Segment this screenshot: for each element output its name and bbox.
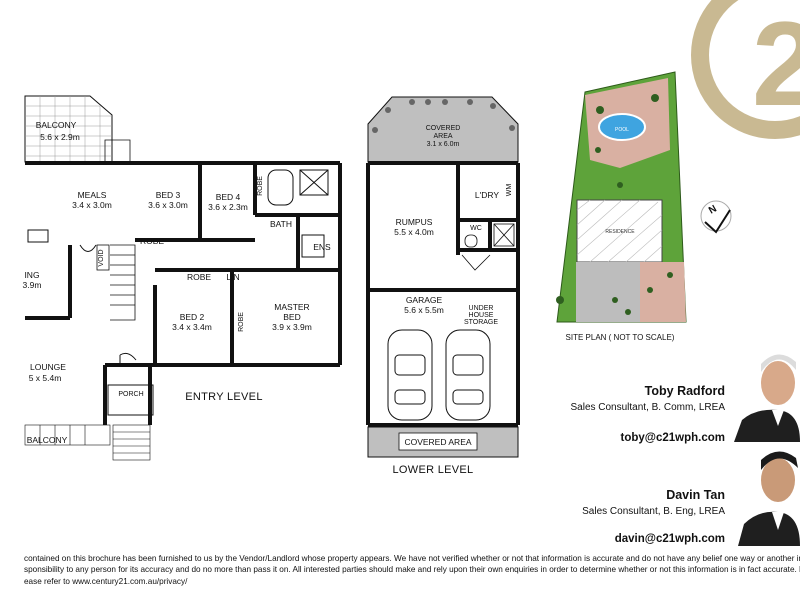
robe-bed2-label: ROBE: [187, 272, 211, 282]
meals-dim: 3.4 x 3.0m: [72, 200, 112, 210]
covered-bottom-label: COVERED AREA: [404, 437, 471, 447]
entry-level-caption: ENTRY LEVEL: [185, 391, 263, 403]
garage-cars: [387, 329, 491, 421]
disclaimer: contained on this brochure has been furn…: [24, 553, 800, 587]
disclaimer-line-3[interactable]: ease refer to www.century21.com.au/priva…: [24, 576, 188, 586]
robe-master-label: ROBE: [238, 312, 245, 332]
shrub-row: [372, 99, 515, 133]
disclaimer-line-1: contained on this brochure has been furn…: [24, 554, 800, 563]
paving-bottom: [640, 262, 686, 322]
agent-card-toby: Toby Radford Sales Consultant, B. Comm, …: [560, 384, 725, 444]
bath-label: BATH: [270, 219, 292, 229]
person-photo-icon: [734, 354, 800, 442]
agent-title: Sales Consultant, B. Eng, LREA: [582, 506, 725, 517]
wc-label: WC: [470, 225, 482, 232]
agent-name: Davin Tan: [666, 488, 725, 502]
balcony-top-dim: 5.6 x 2.9m: [40, 132, 80, 142]
north-arrow: N: [700, 200, 732, 234]
storage-line2: HOUSE: [469, 312, 494, 319]
disclaimer-line-2: sponsibility to any person for its accur…: [24, 565, 800, 575]
washing-machine-label: WM: [506, 184, 513, 197]
bed2-label: BED 2: [180, 312, 205, 322]
master-label: MASTER: [274, 302, 309, 312]
lounge-label: LOUNGE: [30, 362, 66, 372]
driveway: [576, 262, 640, 322]
dining-dim: 3.9m: [23, 280, 42, 290]
robe-bed4-label: ROBE: [257, 176, 264, 196]
logo-glyph: 2: [752, 0, 800, 131]
rumpus-label: RUMPUS: [396, 217, 433, 227]
bed3-dim: 3.6 x 3.0m: [148, 200, 188, 210]
meals-label: MEALS: [78, 190, 107, 200]
porch-label: PORCH: [118, 391, 143, 398]
balcony-bottom-label: BALCONY: [27, 435, 68, 445]
entry-level-plan: BALCONY 5.6 x 2.9m MEALS 3.4 x 3.0m BED …: [23, 95, 342, 461]
agent-name: Toby Radford: [644, 384, 725, 398]
storage-line3: STORAGE: [464, 319, 498, 326]
bed2-dim: 3.4 x 3.4m: [172, 322, 212, 332]
bed4-dim: 3.6 x 2.3m: [208, 202, 248, 212]
laundry-label: L'DRY: [475, 190, 499, 200]
void-label: VOID: [98, 249, 105, 266]
pool-label: POOL: [615, 127, 629, 133]
bed3-label: BED 3: [156, 190, 181, 200]
entry-walls: [25, 161, 342, 425]
storage-line1: UNDER: [469, 305, 494, 312]
agent-photo-toby: [734, 348, 800, 442]
robe-bed3-label: ROBE: [140, 236, 164, 246]
lounge-dim: 5 x 5.4m: [29, 373, 62, 383]
ens-label: ENS: [313, 242, 331, 252]
covered-top-dim: 3.1 x 6.0m: [427, 141, 460, 148]
rumpus-dim: 5.5 x 4.0m: [394, 227, 434, 237]
master-label-2: BED: [283, 312, 300, 322]
site-plan: POOL RESIDENCE N SITE PLAN ( NOT TO SCAL…: [556, 71, 732, 342]
north-arrow-icon: [704, 209, 731, 234]
balcony-bottom-area: [24, 424, 151, 461]
pool: [598, 113, 646, 141]
lower-level-caption: LOWER LEVEL: [393, 464, 474, 476]
agent-email[interactable]: davin@c21wph.com: [614, 533, 725, 545]
covered-top-line1: COVERED: [426, 125, 461, 132]
trees: [556, 94, 673, 315]
agent-email[interactable]: toby@c21wph.com: [620, 432, 725, 444]
covered-top-line2: AREA: [433, 133, 452, 140]
covered-area-bottom: [367, 426, 519, 458]
north-label: N: [707, 203, 719, 216]
brand-logo: 2: [690, 0, 800, 165]
lin-label: LIN: [226, 272, 239, 282]
master-dim: 3.9 x 3.9m: [272, 322, 312, 332]
century21-seal-icon: 2: [691, 0, 800, 139]
lower-level-plan: COVERED AREA 3.1 x 6.0m RUMPUS 5.5 x 4.0…: [366, 96, 520, 476]
balcony-top-label: BALCONY: [36, 120, 77, 130]
agent-photo-davin: [738, 450, 800, 546]
balcony-top-area: [24, 95, 131, 163]
agent-card-davin: Davin Tan Sales Consultant, B. Eng, LREA…: [560, 488, 725, 545]
person-photo-icon: [738, 451, 800, 546]
lower-walls: [366, 161, 520, 427]
site-plan-caption: SITE PLAN ( NOT TO SCALE): [566, 333, 675, 342]
residence-label: RESIDENCE: [605, 229, 635, 235]
bed4-label: BED 4: [216, 192, 241, 202]
dining-label: ING: [24, 270, 39, 280]
garage-label: GARAGE: [406, 295, 443, 305]
garage-dim: 5.6 x 5.5m: [404, 305, 444, 315]
agent-title: Sales Consultant, B. Comm, LREA: [570, 402, 725, 413]
staircase: [96, 244, 136, 321]
